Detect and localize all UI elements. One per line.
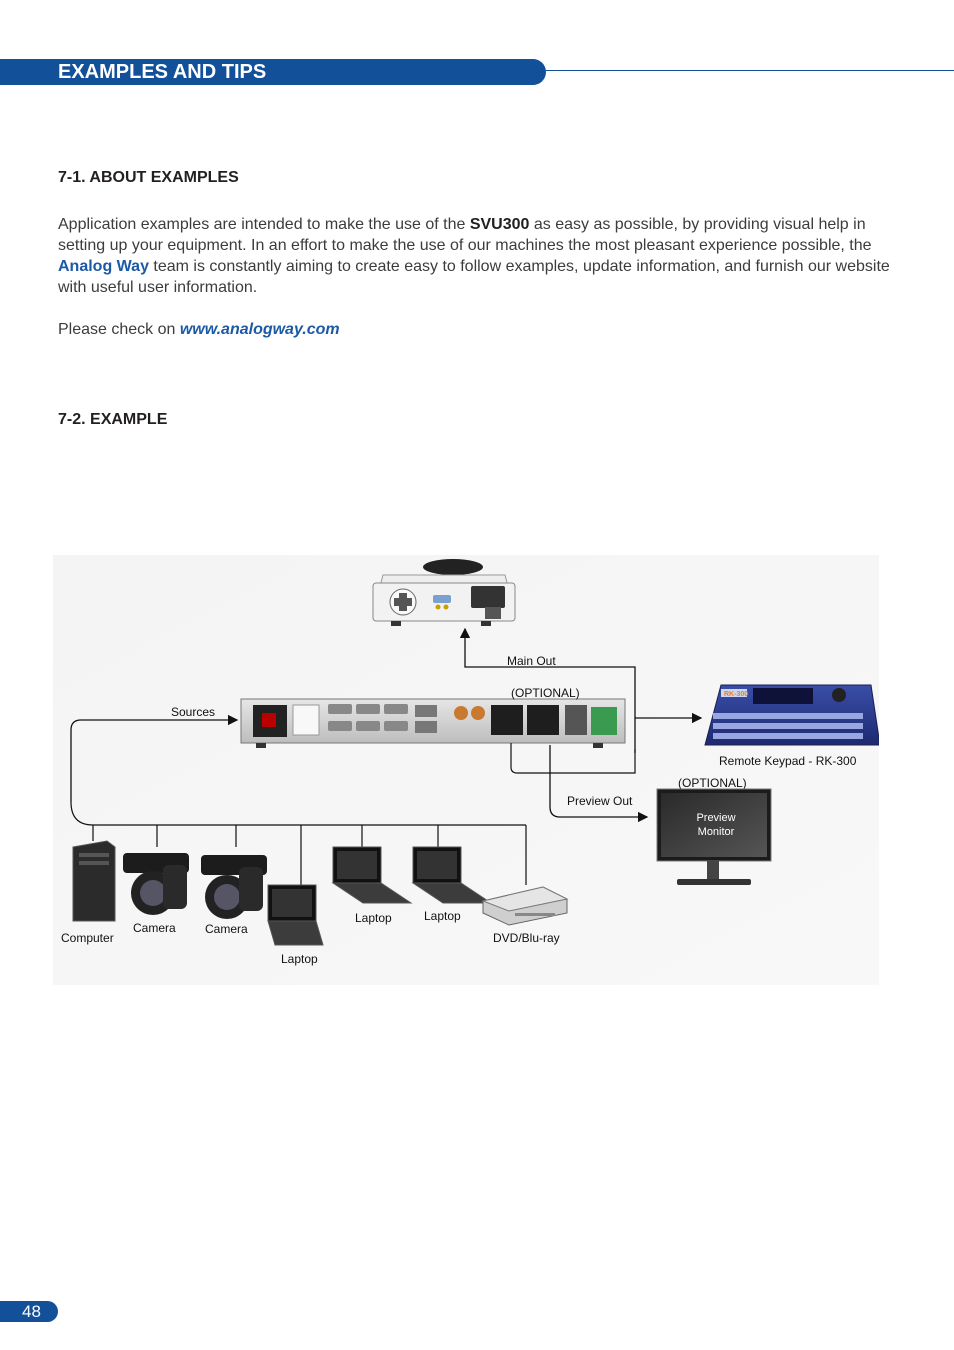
camera2-icon	[201, 855, 267, 919]
sources-label: Sources	[171, 705, 215, 719]
monitor-screen-line1: Preview	[696, 812, 735, 824]
preview-out-connection	[549, 745, 649, 823]
laptop1-icon	[267, 884, 324, 946]
laptop2-icon	[331, 846, 413, 904]
website-link[interactable]: www.analogway.com	[179, 321, 340, 338]
camera2-label: Camera	[205, 922, 248, 936]
remote-keypad-label: Remote Keypad - RK-300	[719, 754, 857, 768]
laptop3-label: Laptop	[424, 909, 461, 923]
computer-icon	[72, 840, 116, 922]
optional-label-top: (OPTIONAL)	[511, 686, 580, 700]
main-out-label: Main Out	[507, 654, 556, 668]
header-rule	[546, 70, 954, 71]
camera1-icon	[123, 853, 189, 915]
brand-name: Analog Way	[58, 258, 149, 275]
optional-label-monitor: (OPTIONAL)	[678, 776, 747, 790]
connection-diagram: Main Out (OPTIONAL) Sources Preview Out	[53, 555, 879, 985]
computer-label: Computer	[61, 931, 114, 945]
paragraph-text: as easy as possible, by providing visual…	[58, 216, 872, 254]
svu300-device-icon	[240, 698, 626, 748]
optional-loop-connection	[510, 743, 636, 774]
paragraph-text: Please check on	[58, 321, 180, 338]
sources-connection	[70, 714, 239, 802]
dvd-player-icon	[481, 886, 569, 926]
header-bar	[0, 59, 546, 85]
paragraph-text: team is constantly aiming to create easy…	[58, 258, 890, 296]
website-paragraph: Please check on www.analogway.com	[58, 319, 898, 340]
remote-keypad-icon: RK-300	[704, 684, 879, 746]
projector-icon	[372, 559, 516, 626]
diagram-background	[53, 555, 879, 985]
monitor-screen-line2: Monitor	[698, 826, 735, 838]
keypad-logo: RK-300	[724, 691, 748, 698]
page-number: 48	[22, 1302, 41, 1321]
laptop1-label: Laptop	[281, 952, 318, 966]
laptop2-label: Laptop	[355, 911, 392, 925]
camera1-label: Camera	[133, 921, 176, 935]
section-heading-about-examples: 7-1. ABOUT EXAMPLES	[58, 169, 239, 186]
preview-monitor-icon	[656, 788, 772, 885]
dvd-label: DVD/Blu-ray	[493, 931, 560, 945]
main-out-connection	[459, 627, 636, 753]
paragraph-text: Application examples are intended to mak…	[58, 216, 470, 233]
product-name: SVU300	[469, 216, 530, 233]
page-number-tab: 48	[0, 1301, 58, 1322]
preview-out-label: Preview Out	[567, 794, 633, 808]
section-heading-example: 7-2. EXAMPLE	[58, 411, 168, 428]
page-title: EXAMPLES AND TIPS	[58, 61, 267, 83]
about-paragraph: Application examples are intended to mak…	[58, 214, 898, 298]
source-bus-line	[70, 801, 526, 826]
laptop3-icon	[411, 846, 493, 904]
